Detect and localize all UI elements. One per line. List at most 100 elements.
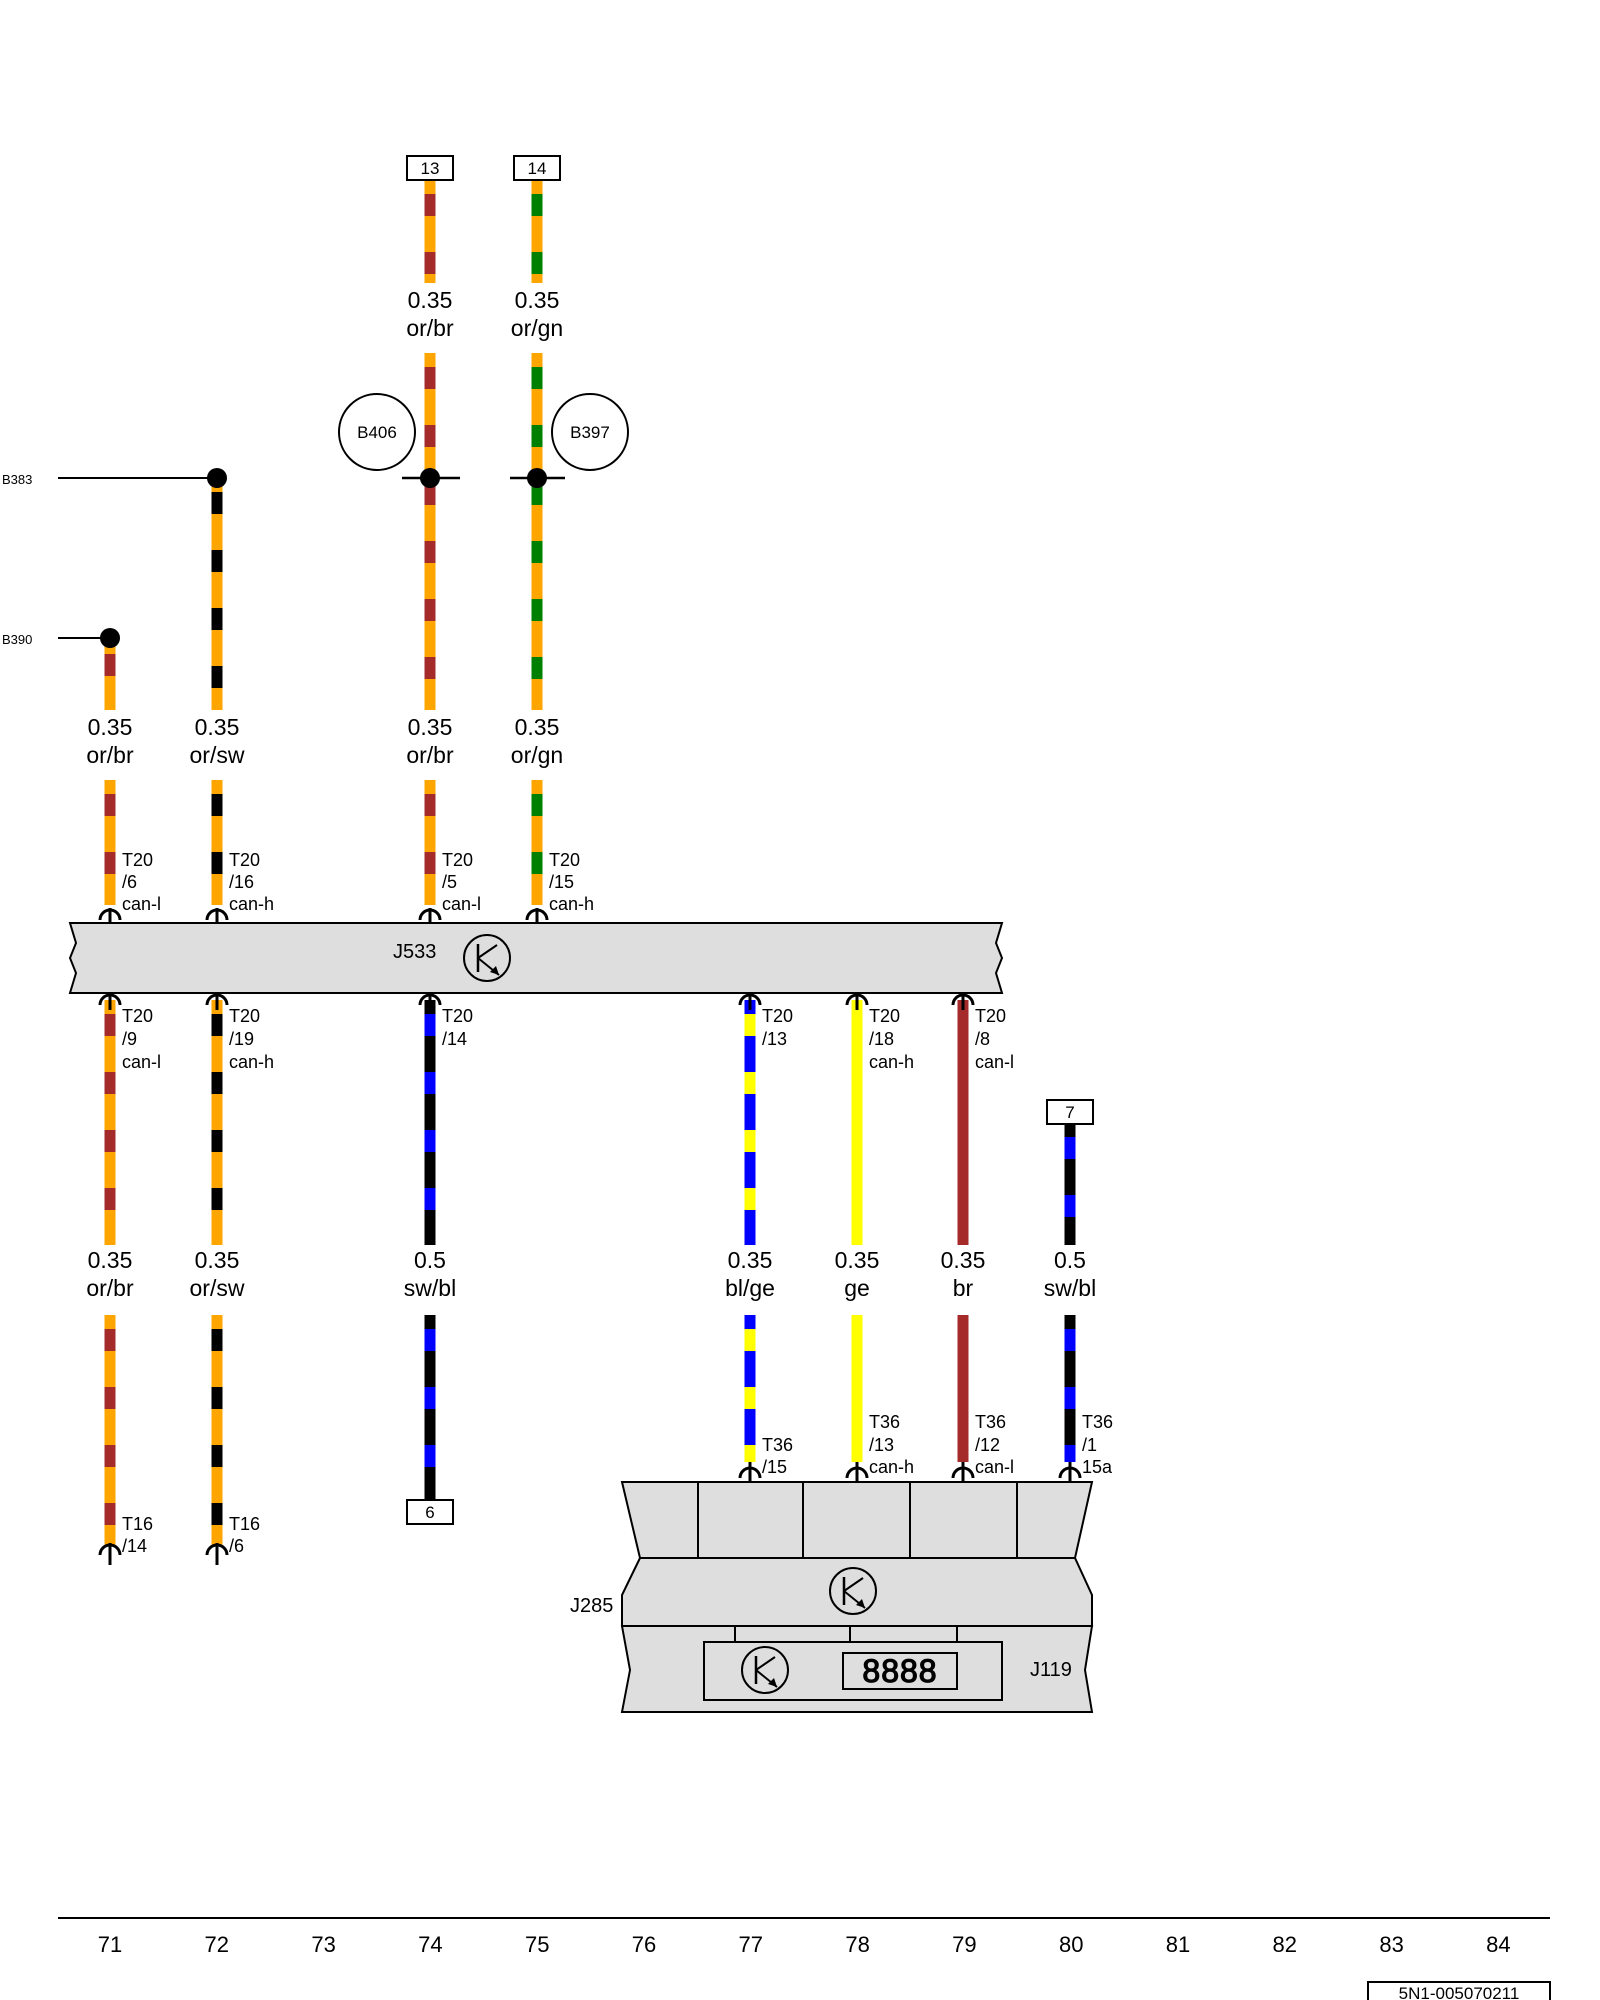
j285-connector-housing: [620, 1481, 1094, 1559]
j119-display-digits: 8888: [862, 1653, 937, 1689]
wire-71-bottom: [104, 1315, 116, 1545]
wire-75-upper-color: or/gn: [511, 742, 563, 768]
wire-77-lower: [744, 1000, 756, 1245]
pin-t20-5-signal: can-l: [442, 894, 481, 914]
j533-lower-pins: T20 /9 can-l T20 /19 can-h T20 /14 T20 /…: [98, 993, 1014, 1072]
wire-72-lower: [211, 1000, 223, 1245]
wire-74-upper-b: [424, 780, 436, 905]
j119-label: J119: [1030, 1659, 1072, 1681]
j533-transistor-icon: [463, 934, 511, 982]
wire-72-upper-b: [211, 780, 223, 905]
pin-t20-8-pin: /8: [975, 1029, 990, 1049]
wire-80-bottom: [1064, 1315, 1076, 1462]
wire-75-upper-b: [531, 780, 543, 905]
pin-t20-18: T20 /18 can-h: [845, 993, 914, 1072]
wire-75-upper-size: 0.35: [515, 714, 560, 740]
pin-t20-15: T20 /15 can-h: [525, 850, 594, 923]
splice-75-dot: [527, 468, 547, 488]
pin-t20-19: T20 /19 can-h: [205, 993, 274, 1072]
wire-79-bottom: [957, 1315, 969, 1462]
b390-label: B390: [2, 632, 32, 647]
pin-t20-8: T20 /8 can-l: [951, 993, 1014, 1072]
wire-74-mid: [424, 353, 436, 710]
wire-79-lower: [957, 1000, 969, 1245]
ref-box-6: [406, 1499, 454, 1525]
j533-gateway-box: [68, 922, 1004, 994]
wire-79-lower-size: 0.35: [941, 1247, 986, 1273]
wire-74-lower-size: 0.5: [414, 1247, 446, 1273]
pin-t16-14-conn: T16: [122, 1514, 153, 1534]
pin-t16-6: T16 /6: [205, 1514, 260, 1565]
pin-t20-18-conn: T20: [869, 1006, 900, 1026]
grid-number: 82: [1273, 1932, 1297, 1957]
pin-t20-14-pin: /14: [442, 1029, 467, 1049]
pin-t20-16: T20 /16 can-h: [205, 850, 274, 923]
splice-74-dot: [420, 468, 440, 488]
grid-number: 75: [525, 1932, 549, 1957]
pin-t20-5: T20 /5 can-l: [418, 850, 481, 923]
wire-72-lower-size: 0.35: [195, 1247, 240, 1273]
wire-77-bottom: [744, 1315, 756, 1462]
pin-t20-6-pin: /6: [122, 872, 137, 892]
pin-t36-13: T36 /13 can-h: [845, 1412, 914, 1482]
b397-connection-circle: [551, 393, 629, 471]
wire-74-lower: [424, 1000, 436, 1245]
pin-t36-13-signal: can-h: [869, 1457, 914, 1477]
wire-71-upper-color: or/br: [86, 742, 134, 768]
j285-label: J285: [570, 1595, 613, 1617]
wires: [104, 180, 1076, 1545]
pin-t20-16-conn: T20: [229, 850, 260, 870]
b383-label: B383: [2, 472, 32, 487]
grid-number: 83: [1379, 1932, 1403, 1957]
wire-75-mid-color: or/gn: [511, 315, 563, 341]
pin-t20-15-conn: T20: [549, 850, 580, 870]
j119-transistor-icon: [741, 1646, 789, 1694]
pin-t20-15-signal: can-h: [549, 894, 594, 914]
wire-78-bottom: [851, 1315, 863, 1462]
b397-label: B397: [570, 423, 610, 442]
pin-t20-9-signal: can-l: [122, 1052, 161, 1072]
pin-t36-1-pin: /1: [1082, 1435, 1097, 1455]
source-label-13: 13: [421, 159, 440, 178]
pin-t20-9-pin: /9: [122, 1029, 137, 1049]
grid-number: 84: [1486, 1932, 1510, 1957]
wire-74-mid-size: 0.35: [408, 287, 453, 313]
pin-t36-1-signal: 15a: [1082, 1457, 1113, 1477]
wire-78-lower-color: ge: [844, 1275, 870, 1301]
grid-number: 78: [845, 1932, 869, 1957]
grid-number: 72: [205, 1932, 229, 1957]
pin-t20-18-signal: can-h: [869, 1052, 914, 1072]
grid-number: 71: [98, 1932, 122, 1957]
diagram-id-box: [1367, 1981, 1551, 2000]
source-label-14: 14: [528, 159, 547, 178]
source-box-14: [513, 155, 561, 181]
wire-71-upper-size: 0.35: [88, 714, 133, 740]
wire-74-upper-size: 0.35: [408, 714, 453, 740]
wire-78-lower-size: 0.35: [835, 1247, 880, 1273]
wire-75-mid: [531, 353, 543, 710]
grid-number: 77: [739, 1932, 763, 1957]
wire-72-bottom: [211, 1315, 223, 1545]
wire-72-lower-color: or/sw: [190, 1275, 245, 1301]
pin-t36-15-conn: T36: [762, 1435, 793, 1455]
j285-control-unit: J285 8888 J119: [570, 1481, 1094, 1713]
pin-t20-16-signal: can-h: [229, 894, 274, 914]
pin-t36-13-conn: T36: [869, 1412, 900, 1432]
pin-t36-1-conn: T36: [1082, 1412, 1113, 1432]
wire-71-lower: [104, 1000, 116, 1245]
pin-t16-6-pin: /6: [229, 1536, 244, 1556]
wire-80-lower: [1064, 1123, 1076, 1245]
j119-display: [842, 1652, 958, 1690]
wire-72-upper-size: 0.35: [195, 714, 240, 740]
wire-77-lower-size: 0.35: [728, 1247, 773, 1273]
pin-t20-19-pin: /19: [229, 1029, 254, 1049]
pin-t36-13-pin: /13: [869, 1435, 894, 1455]
wire-74-upper-color: or/br: [406, 742, 454, 768]
pin-t16-14-pin: /14: [122, 1536, 147, 1556]
wire-74-mid-color: or/br: [406, 315, 454, 341]
pin-t16-6-conn: T16: [229, 1514, 260, 1534]
pin-t20-9-conn: T20: [122, 1006, 153, 1026]
b406-connection-circle: [338, 393, 416, 471]
